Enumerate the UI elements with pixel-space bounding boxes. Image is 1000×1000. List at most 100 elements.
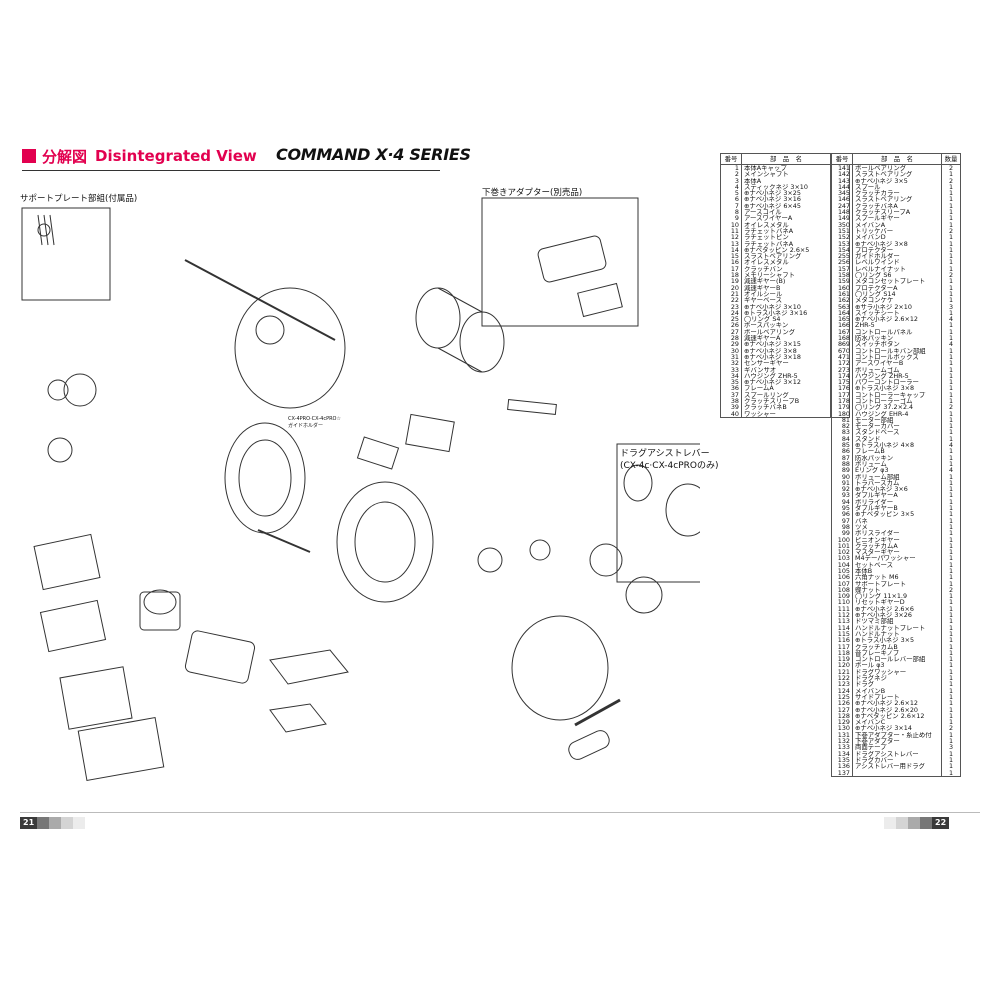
part-qty: 4 [941,316,961,323]
part-qty: 1 [941,687,961,694]
part-qty: 1 [941,624,961,631]
part-qty: 1 [941,360,961,367]
part-number: 41 [831,164,853,172]
part-qty: 3 [941,744,961,751]
part-qty: 1 [941,297,961,304]
part-qty: 1 [941,335,961,342]
winder-adapter-box [481,197,639,327]
part-qty: 1 [941,259,961,266]
part-qty: 1 [941,322,961,329]
part-qty: 1 [941,246,961,254]
guide-holder-label: CX-4PRO·CX-4cPRO☆ [288,416,341,422]
part-qty: 1 [941,700,961,707]
part-qty: 1 [941,555,961,562]
part-qty: 1 [941,517,961,524]
part-qty: 1 [941,479,961,487]
part-qty: 1 [941,561,961,568]
part-qty: 1 [941,454,961,461]
part-number: 40 [720,410,742,418]
part-qty: 2 [941,227,961,235]
col-no: 番号 [831,153,853,165]
part-qty: 1 [941,379,961,386]
part-qty: 4 [941,341,961,348]
part-qty: 1 [941,668,961,676]
part-qty: 1 [941,681,961,688]
page-title: 分解図 Disintegrated View [22,145,257,167]
page-number: 22 [932,817,950,829]
part-name [852,769,942,777]
page-number-left: 21 [20,817,86,829]
part-qty: 1 [941,366,961,373]
brand-logo: COMMAND X·4 SERIES [276,145,471,164]
part-name: 本体Aキャップ [741,164,831,172]
part-qty: 1 [941,435,961,443]
footer-rule [20,812,980,813]
part-qty: 1 [941,637,961,644]
part-qty: 2 [941,586,961,594]
part-qty: 1 [941,612,961,619]
part-qty: 1 [941,605,961,613]
part-qty: 1 [941,423,961,430]
part-qty: 1 [941,240,961,247]
part-qty: 1 [941,347,961,354]
col-name: 部 品 名 [741,153,831,165]
part-qty: 1 [941,372,961,380]
part-qty: 1 [941,429,961,436]
part-qty: 1 [941,643,961,650]
part-qty: 1 [941,530,961,537]
title-marker [22,149,36,163]
part-qty: 1 [941,498,961,506]
part-qty: 1 [941,630,961,638]
col-name: 部 品 名 [852,153,942,165]
part-qty: 1 [941,397,961,405]
support-plate-box [21,207,111,301]
part-qty: 3 [941,303,961,310]
part-qty: 1 [941,265,961,273]
